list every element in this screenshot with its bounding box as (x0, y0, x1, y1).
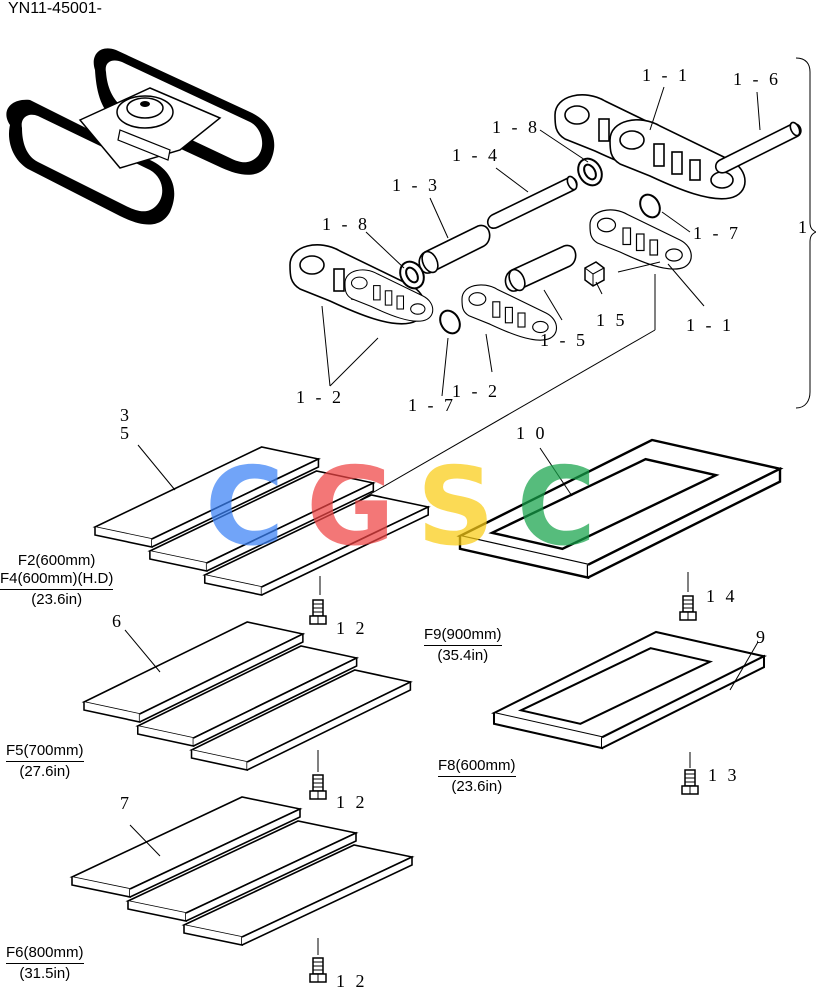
spec-f9-mm: F9(900mm) (424, 626, 502, 643)
spec-f5-inches: (27.6in) (19, 763, 71, 780)
spec-f6-mm: F6(800mm) (6, 944, 84, 961)
callout-1: 1 (798, 217, 810, 237)
spec-f2: F2(600mm) (17, 552, 96, 569)
callout-12-b: 1 2 (336, 792, 368, 812)
nut-icon (584, 261, 605, 287)
callout-1-7-bottom: 1 - 7 (408, 395, 456, 415)
callout-9: 9 (756, 627, 768, 647)
callout-7: 7 (120, 793, 132, 813)
spec-f5: F5(700mm) (27.6in) (6, 742, 84, 781)
callout-1-5: 1 - 5 (540, 330, 588, 350)
seal-ring-icon (399, 157, 661, 335)
leader-lines (321, 57, 816, 501)
watermark: CGSC (205, 445, 618, 570)
callout-14: 1 4 (706, 586, 738, 606)
callout-1-1-top: 1 - 1 (642, 65, 690, 85)
watermark-letter-1: C (205, 445, 307, 570)
callout-1-8-top: 1 - 8 (492, 117, 540, 137)
spec-f5-mm: F5(700mm) (6, 742, 84, 759)
callout-1-6: 1 - 6 (733, 69, 781, 89)
callout-1-3: 1 - 3 (392, 175, 440, 195)
spec-divider (6, 963, 84, 964)
callout-6: 6 (112, 611, 124, 631)
callout-12-c: 1 2 (336, 971, 368, 991)
spec-f2-inches: (23.6in) (31, 591, 83, 608)
spec-f6-inches: (31.5in) (19, 965, 71, 982)
watermark-letter-2: G (306, 445, 417, 570)
callout-1-7-right: 1 - 7 (693, 223, 741, 243)
callout-1-4: 1 - 4 (452, 145, 500, 165)
callout-1-8-left: 1 - 8 (322, 214, 370, 234)
spec-f8: F8(600mm) (23.6in) (438, 757, 516, 796)
bushing-icon (418, 224, 577, 292)
spec-f6: F6(800mm) (31.5in) (6, 944, 84, 983)
spec-divider (6, 761, 84, 762)
spec-divider (438, 776, 516, 777)
spec-f2-f4: F2(600mm) F4(600mm)(H.D) (23.6in) (0, 552, 114, 609)
spec-f9-inches: (35.4in) (437, 647, 489, 664)
part-code: YN11-45001- (8, 0, 102, 17)
callout-12-a: 1 2 (336, 618, 368, 638)
callout-5: 5 (120, 423, 132, 443)
watermark-letter-3: S (416, 445, 517, 570)
spec-f9: F9(900mm) (35.4in) (424, 626, 502, 665)
spec-f4: F4(600mm)(H.D) (0, 570, 114, 587)
spec-f8-mm: F8(600mm) (438, 757, 516, 774)
spec-divider (424, 645, 502, 646)
callout-1-2-left: 1 - 2 (296, 387, 344, 407)
watermark-letter-4: C (516, 445, 618, 570)
shoe-leader-lines (124, 444, 759, 955)
excavator-undercarriage-icon (6, 48, 275, 225)
callout-13: 1 3 (708, 765, 740, 785)
callout-1-2-mid: 1 - 2 (452, 381, 500, 401)
callout-1-1-bottom: 1 - 1 (686, 315, 734, 335)
pin-icon (486, 121, 802, 229)
spec-divider (0, 589, 114, 590)
spec-f8-inches: (23.6in) (451, 778, 503, 795)
callout-3: 3 (120, 405, 132, 425)
callout-10: 1 0 (516, 423, 548, 443)
callout-15: 1 5 (596, 310, 628, 330)
